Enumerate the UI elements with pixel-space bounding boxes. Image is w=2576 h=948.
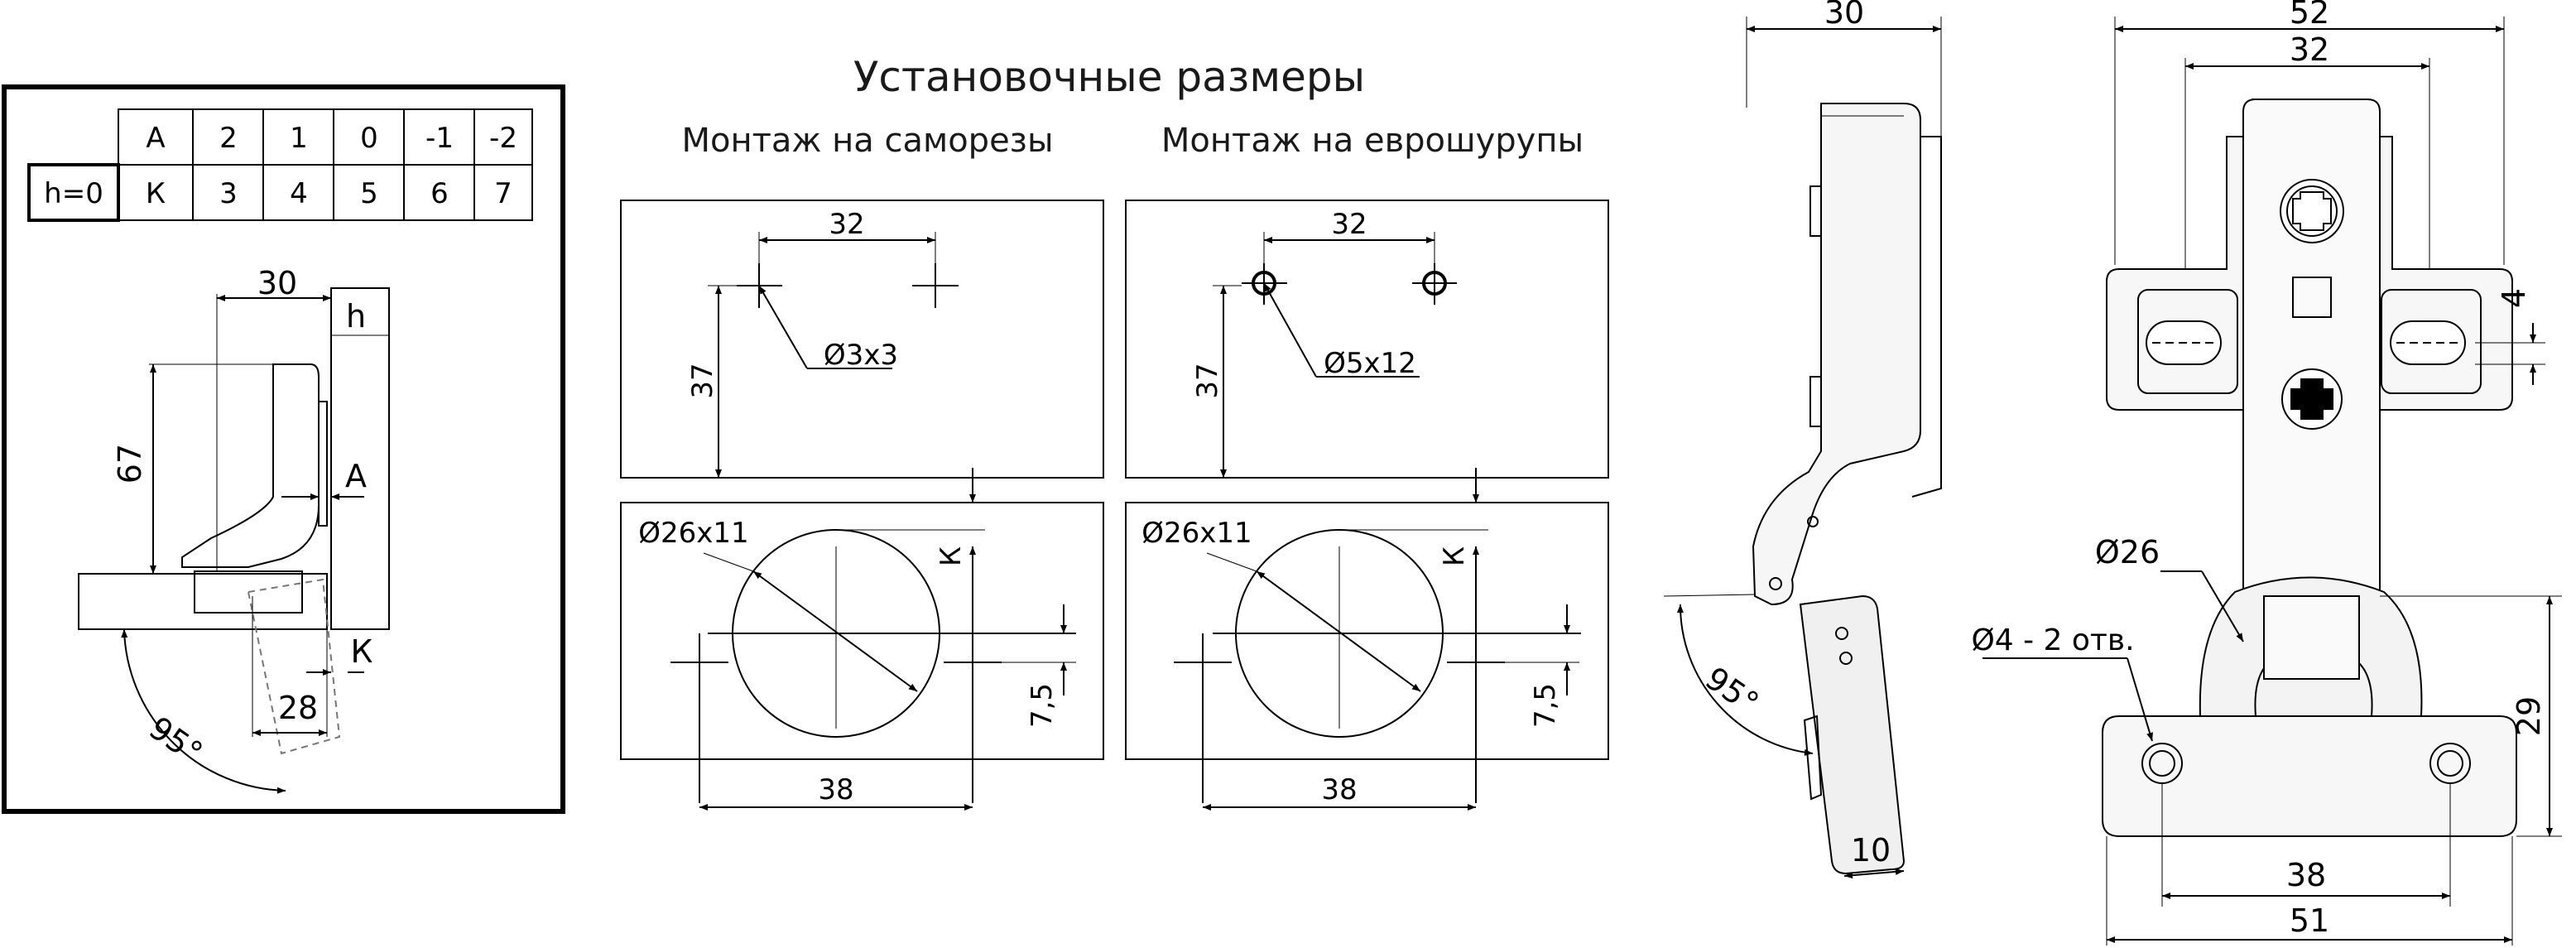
dim-67: 67 xyxy=(112,444,148,484)
screws-hole-label: Ø3x3 xyxy=(824,339,898,372)
euro-panel xyxy=(1125,200,1609,811)
front-dim-26: Ø26 xyxy=(2095,534,2160,570)
front-dim-38: 38 xyxy=(2286,857,2326,893)
table-cell: К xyxy=(146,177,166,210)
table-cell: -1 xyxy=(425,122,454,155)
hinge-front-view xyxy=(1982,17,2562,946)
page-title: Установочные размеры xyxy=(853,53,1365,101)
euro-dim-7-5: 7,5 xyxy=(1529,683,1562,728)
euro-dim-38: 38 xyxy=(1321,773,1357,806)
table-cell: 1 xyxy=(290,122,308,155)
screws-heading: Монтаж на саморезы xyxy=(681,122,1053,160)
euro-cup-label: Ø26x11 xyxy=(1141,517,1252,550)
front-dim-29: 29 xyxy=(2511,696,2547,736)
hinge-side-view xyxy=(1663,17,1942,879)
front-holes-label: Ø4 - 2 отв. xyxy=(1971,623,2134,657)
table-cell: 3 xyxy=(219,177,238,210)
euro-heading: Монтаж на еврошурупы xyxy=(1161,122,1584,160)
table-cell: 2 xyxy=(219,122,238,155)
euro-k-label: К xyxy=(1438,546,1471,566)
side-dim-30: 30 xyxy=(1824,0,1864,31)
front-dim-52: 52 xyxy=(2290,0,2329,31)
table-cell: 5 xyxy=(360,177,378,210)
front-dim-4: 4 xyxy=(2496,288,2532,308)
table-cell: А xyxy=(146,122,165,155)
table-cell: -2 xyxy=(489,122,517,155)
adjustment-table: h=0 А 2 1 0 -1 -2 К 3 4 5 6 7 xyxy=(27,108,533,222)
screws-dim-32: 32 xyxy=(829,208,864,241)
table-h-label: h=0 xyxy=(44,177,103,210)
table-cell: 4 xyxy=(290,177,308,210)
euro-hole-label: Ø5x12 xyxy=(1324,347,1416,380)
dim-28: 28 xyxy=(278,690,318,726)
screws-panel xyxy=(620,200,1104,811)
front-dim-51: 51 xyxy=(2290,902,2329,939)
dim-h: h xyxy=(346,298,366,334)
screws-dim-37: 37 xyxy=(686,363,719,398)
euro-dim-32: 32 xyxy=(1331,208,1367,241)
euro-dim-37: 37 xyxy=(1191,363,1224,398)
table-cell: 7 xyxy=(494,177,512,210)
screws-dim-38: 38 xyxy=(818,773,853,806)
front-dim-32: 32 xyxy=(2290,31,2329,68)
table-cell: 6 xyxy=(430,177,449,210)
dim-30-left: 30 xyxy=(257,265,297,301)
screws-k-label: К xyxy=(935,546,968,566)
hinge-side-diagram xyxy=(78,287,390,794)
table-cell: 0 xyxy=(360,122,378,155)
screws-dim-7-5: 7,5 xyxy=(1026,683,1059,728)
dim-a: А xyxy=(345,458,367,494)
side-angle-95: 95° xyxy=(1699,660,1765,722)
screws-cup-label: Ø26x11 xyxy=(638,517,748,550)
dim-k: К xyxy=(351,633,373,670)
side-dim-10: 10 xyxy=(1851,832,1891,869)
left-frame xyxy=(2,84,565,814)
